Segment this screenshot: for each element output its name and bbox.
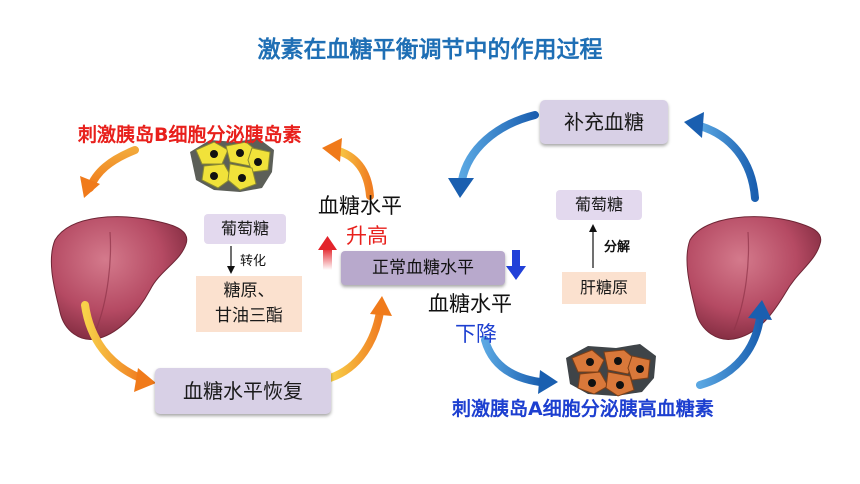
liver-glycogen-box: 肝糖原 <box>562 272 646 304</box>
glucagon-cycle-arrows <box>448 111 772 394</box>
fall-arrow-icon <box>506 250 526 280</box>
normal-glucose-box: 正常血糖水平 <box>341 251 505 285</box>
decompose-label: 分解 <box>604 240 631 255</box>
glucose-recover-box: 血糖水平恢复 <box>155 368 331 414</box>
decompose-arrow-icon <box>589 224 597 268</box>
left-liver-image <box>50 216 188 340</box>
glucose-fall-label: 血糖水平 <box>428 292 512 316</box>
insulin-cycle-arrows <box>80 138 392 392</box>
diagram-title: 激素在血糖平衡调节中的作用过程 <box>257 37 603 63</box>
beta-cell-cluster <box>190 138 274 192</box>
rise-arrow-icon <box>318 236 337 270</box>
glucose-rise-label: 血糖水平 <box>318 194 402 218</box>
right-glucose-box: 葡萄糖 <box>556 190 642 220</box>
glycogen-triglyceride-box: 糖原、 甘油三酯 <box>196 276 302 332</box>
glucose-fall-word: 下降 <box>455 322 497 346</box>
alpha-cell-cluster <box>566 344 656 397</box>
convert-label: 转化 <box>240 254 267 269</box>
glucose-rise-word: 升高 <box>346 224 388 248</box>
left-glucose-box: 葡萄糖 <box>204 214 286 244</box>
supplement-glucose-box: 补充血糖 <box>540 100 668 144</box>
right-liver-image <box>686 216 822 340</box>
insulin-secretion-label: 刺激胰岛B细胞分泌胰岛素 <box>78 124 302 146</box>
glucagon-secretion-label: 刺激胰岛A细胞分泌胰高血糖素 <box>452 398 714 420</box>
convert-arrow-icon <box>227 246 235 274</box>
